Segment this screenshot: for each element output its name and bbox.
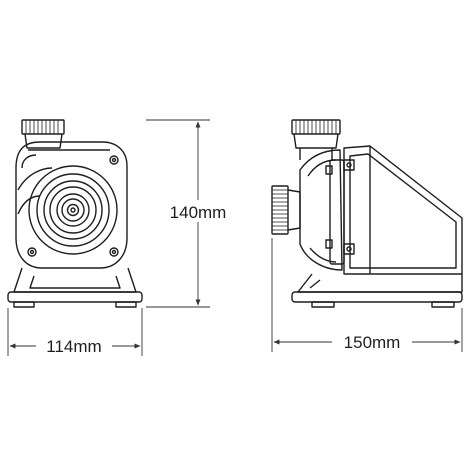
side-base	[291, 273, 463, 308]
side-motor-block	[343, 145, 463, 275]
front-intake-rings	[28, 165, 118, 255]
side-view	[271, 119, 463, 308]
front-width-label-bg	[36, 336, 112, 356]
side-outlet-thread	[291, 119, 341, 160]
side-depth-label: 150mm	[344, 333, 401, 352]
height-label-bg	[160, 200, 236, 222]
front-width-label: 114mm	[46, 337, 101, 356]
front-pump-body	[15, 141, 128, 269]
front-view	[7, 119, 143, 308]
height-label: 140mm	[170, 203, 227, 222]
side-inlet-thread	[271, 185, 301, 235]
front-outlet-thread	[21, 119, 65, 149]
front-base	[7, 267, 143, 308]
front-bolts	[27, 155, 119, 257]
side-bolts	[325, 159, 355, 255]
side-volute-housing	[299, 149, 345, 271]
side-depth-label-bg	[332, 332, 412, 352]
